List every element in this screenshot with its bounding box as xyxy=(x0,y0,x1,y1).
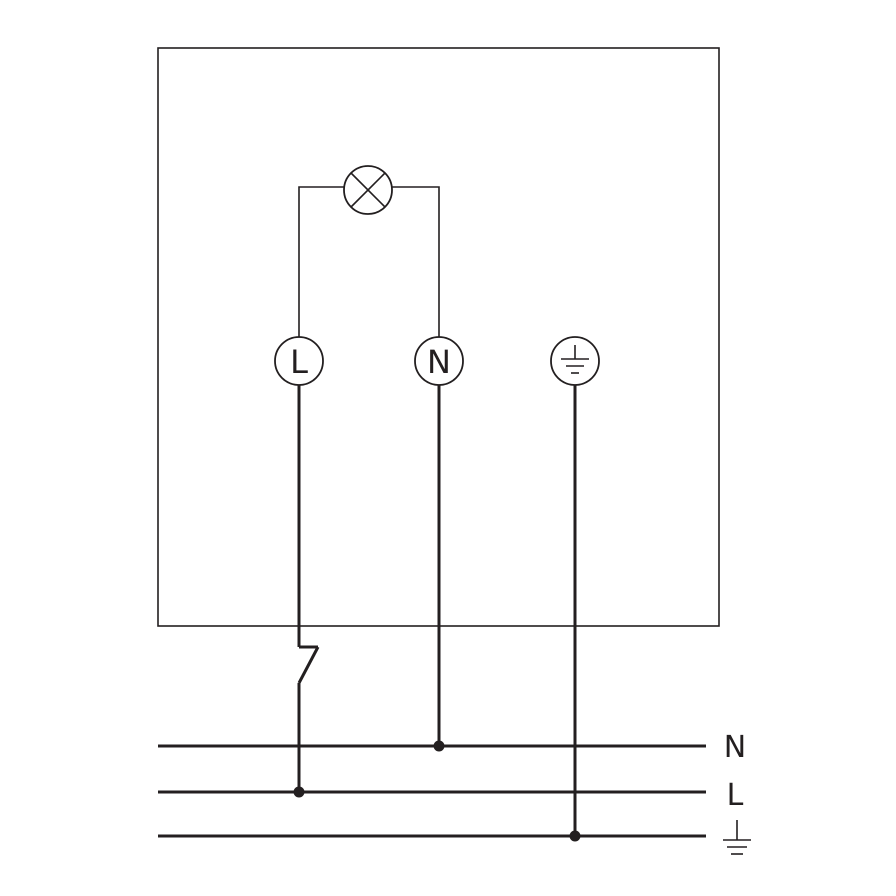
earth-terminal-icon xyxy=(550,336,600,386)
neutral-junction xyxy=(433,740,445,752)
switch-icon xyxy=(297,645,320,684)
live-junction xyxy=(293,786,305,798)
lamp-wire-right xyxy=(392,186,440,337)
terminal-neutral: N xyxy=(414,336,464,386)
terminal-live-label: L xyxy=(290,343,308,381)
lamp-wire-left xyxy=(298,186,344,337)
bus-label-neutral: N xyxy=(724,730,746,765)
lamp-icon xyxy=(343,165,393,215)
earth-icon xyxy=(723,820,751,855)
bus-label-live: L xyxy=(727,778,744,813)
terminal-live: L xyxy=(274,336,324,386)
terminal-neutral-label: N xyxy=(427,343,451,381)
earth-junction xyxy=(569,830,581,842)
